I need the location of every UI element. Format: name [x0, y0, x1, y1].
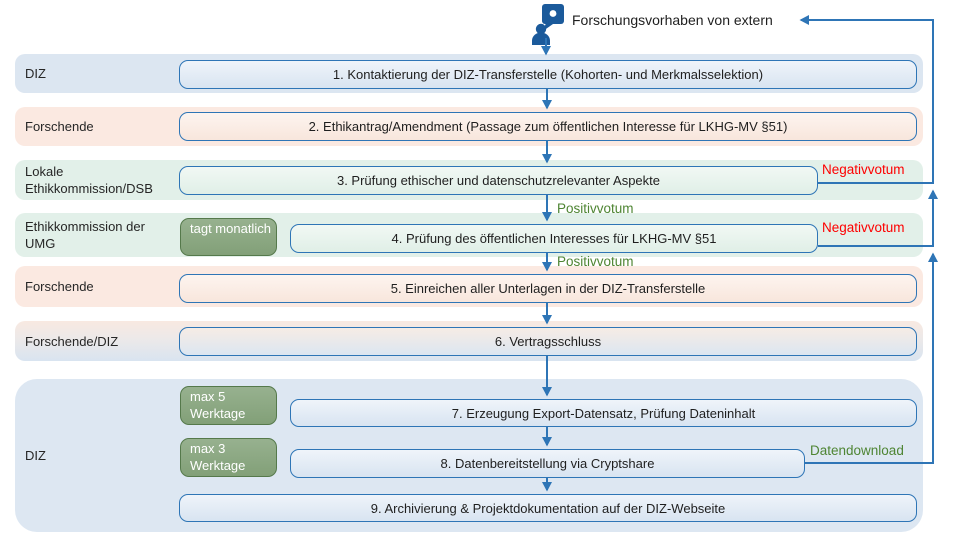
positivvotum-label-2: Positivvotum — [557, 254, 634, 269]
external-research-label: Forschungsvorhaben von extern — [572, 12, 773, 28]
process-box-5: 5. Einreichen aller Unterlagen in der DI… — [179, 274, 917, 303]
process-box-7: 7. Erzeugung Export-Datensatz, Prüfung D… — [290, 399, 917, 427]
process-box-2: 2. Ethikantrag/Amendment (Passage zum öf… — [179, 112, 917, 141]
process-box-3: 3. Prüfung ethischer und datenschutzrele… — [179, 166, 818, 195]
badge-max-5-werktage: max 5 Werktage — [180, 386, 277, 425]
process-box-6: 6. Vertragsschluss — [179, 327, 917, 356]
actor-label-diz-1: DIZ — [25, 66, 46, 81]
positivvotum-label-1: Positivvotum — [557, 201, 634, 216]
actor-label-forschende-2: Forschende — [25, 279, 94, 294]
process-box-4: 4. Prüfung des öffentlichen Interesses f… — [290, 224, 818, 253]
badge-tagt-monatlich: tagt monatlich — [180, 218, 277, 256]
negativvotum-label-1: Negativvotum — [822, 162, 905, 177]
person-icon — [535, 23, 547, 35]
feedback-line-negativvotum-3-to-start — [799, 15, 934, 184]
actor-label-forschende-diz: Forschende/DIZ — [25, 333, 119, 349]
actor-label-forschende-1: Forschende — [25, 119, 94, 134]
process-box-9: 9. Archivierung & Projektdokumentation a… — [179, 494, 917, 522]
process-box-1: 1. Kontaktierung der DIZ-Transferstelle … — [179, 60, 917, 89]
actor-label-diz-2: DIZ — [25, 448, 46, 463]
researcher-chat-icon — [529, 3, 567, 45]
process-box-8: 8. Datenbereitstellung via Cryptshare — [290, 449, 805, 478]
badge-max-3-werktage: max 3 Werktage — [180, 438, 277, 477]
datendownload-label: Datendownload — [810, 443, 904, 458]
negativvotum-label-2: Negativvotum — [822, 220, 905, 235]
actor-label-lokale-ethik: Lokale Ethikkommission/DSB — [25, 164, 153, 196]
actor-label-ethik-umg: Ethikkommission der UMG — [25, 219, 145, 251]
